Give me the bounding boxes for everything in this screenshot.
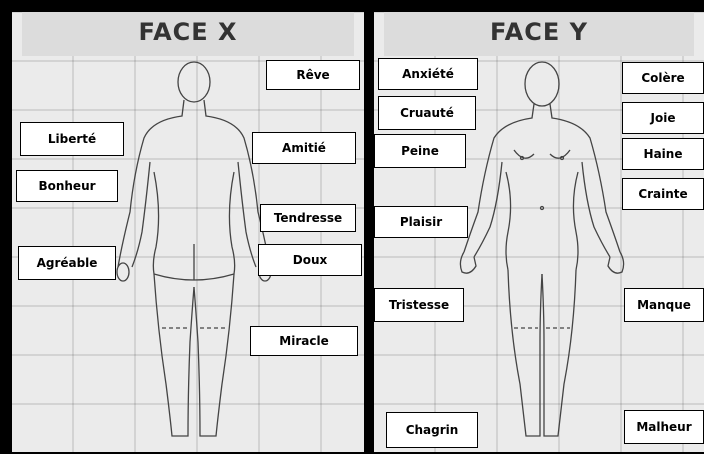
label-chagrin: Chagrin xyxy=(386,412,478,448)
label-reve: Rêve xyxy=(266,60,360,90)
label-haine: Haine xyxy=(622,138,704,170)
label-malheur: Malheur xyxy=(624,410,704,444)
label-joie: Joie xyxy=(622,102,704,134)
label-agreable: Agréable xyxy=(18,246,116,280)
face-y-panel: FACE Y xyxy=(374,12,704,452)
label-tristesse: Tristesse xyxy=(374,288,464,322)
label-colere: Colère xyxy=(622,62,704,94)
label-plaisir: Plaisir xyxy=(374,206,468,238)
label-miracle: Miracle xyxy=(250,326,358,356)
label-crainte: Crainte xyxy=(622,178,704,210)
label-tendresse: Tendresse xyxy=(260,204,356,232)
label-liberte: Liberté xyxy=(20,122,124,156)
face-x-panel: FACE X Rêve Liberté Amitié Bo xyxy=(12,12,364,452)
label-cruaute: Cruauté xyxy=(378,96,476,130)
label-doux: Doux xyxy=(258,244,362,276)
label-amitie: Amitié xyxy=(252,132,356,164)
label-manque: Manque xyxy=(624,288,704,322)
label-bonheur: Bonheur xyxy=(16,170,118,202)
label-peine: Peine xyxy=(374,134,466,168)
label-anxiete: Anxiété xyxy=(378,58,478,90)
